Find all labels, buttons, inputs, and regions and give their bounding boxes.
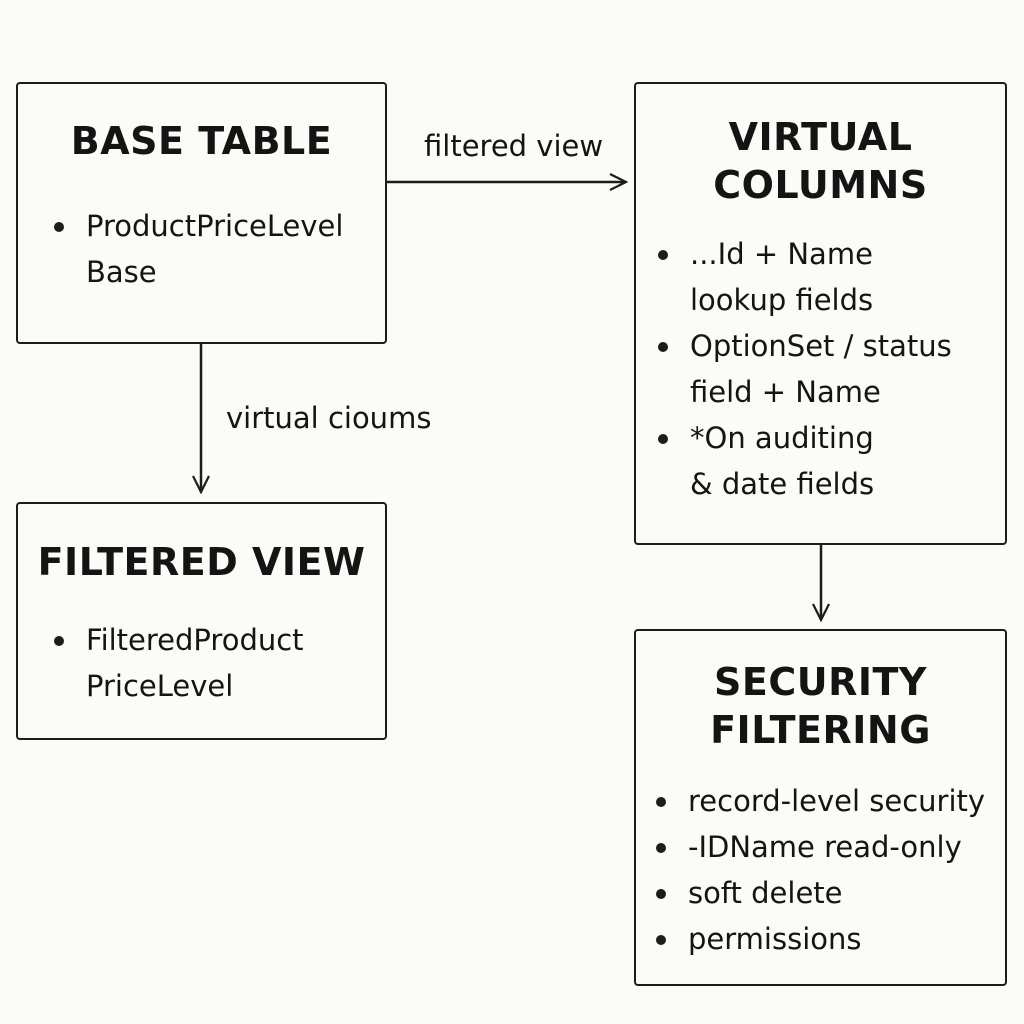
node-security-filtering: SECURITY FILTERING record-level security… — [634, 629, 1007, 986]
list-item-line: record-level security — [688, 784, 986, 818]
list-item-text: ...Id + Name lookup fields — [690, 231, 1005, 323]
node-title: FILTERED VIEW — [18, 538, 385, 586]
node-title-line: FILTERED VIEW — [37, 540, 366, 584]
list-item-line: Base — [86, 255, 157, 289]
list-item-line: lookup fields — [690, 283, 874, 317]
list-item-text: -IDName read-only — [688, 824, 1005, 870]
list-item-line: -IDName read-only — [688, 830, 962, 864]
list-item: soft delete — [642, 870, 1005, 916]
bullet-icon — [658, 434, 668, 444]
node-filtered-view: FILTERED VIEW FilteredProduct PriceLevel — [16, 502, 387, 740]
bullet-icon — [658, 342, 668, 352]
node-title: SECURITY FILTERING — [636, 658, 1005, 754]
node-title-line: SECURITY — [714, 660, 927, 704]
bullet-icon — [54, 636, 64, 646]
node-item-list: FilteredProduct PriceLevel — [18, 617, 385, 709]
list-item-line: *On auditing — [690, 421, 874, 455]
list-item: ...Id + Name lookup fields — [644, 231, 1005, 323]
list-item-text: *On auditing & date fields — [690, 415, 1005, 507]
node-title-line: BASE TABLE — [70, 119, 333, 163]
node-item-list: ...Id + Name lookup fields OptionSet / s… — [636, 231, 1005, 507]
list-item-line: permissions — [688, 922, 862, 956]
list-item: -IDName read-only — [642, 824, 1005, 870]
bullet-icon — [658, 250, 668, 260]
bullet-icon — [656, 797, 666, 807]
edge-label-virtual-columns: virtual cioums — [226, 401, 432, 435]
list-item-text: record-level security — [688, 778, 1005, 824]
node-item-list: record-level security -IDName read-only … — [636, 778, 1005, 962]
list-item: FilteredProduct PriceLevel — [40, 617, 385, 709]
list-item-text: permissions — [688, 916, 1005, 962]
list-item-line: FilteredProduct — [86, 623, 304, 657]
list-item-line: ...Id + Name — [690, 237, 873, 271]
list-item-line: ProductPriceLevel — [86, 209, 344, 243]
bullet-icon — [656, 935, 666, 945]
node-base-table: BASE TABLE ProductPriceLevel Base — [16, 82, 387, 344]
list-item: OptionSet / status field + Name — [644, 323, 1005, 415]
bullet-icon — [656, 889, 666, 899]
node-title-line: COLUMNS — [713, 163, 928, 207]
list-item-line: PriceLevel — [86, 669, 234, 703]
list-item-line: soft delete — [688, 876, 843, 910]
list-item: *On auditing & date fields — [644, 415, 1005, 507]
list-item-line: OptionSet / status — [690, 329, 952, 363]
list-item-text: soft delete — [688, 870, 1005, 916]
edge-label-filtered-view: filtered view — [424, 129, 604, 163]
node-title: VIRTUAL COLUMNS — [636, 113, 1005, 209]
list-item-text: OptionSet / status field + Name — [690, 323, 1005, 415]
list-item-line: field + Name — [690, 375, 881, 409]
list-item-line: & date fields — [690, 467, 875, 501]
list-item: ProductPriceLevel Base — [40, 203, 385, 295]
bullet-icon — [656, 843, 666, 853]
node-title-line: VIRTUAL — [728, 115, 913, 159]
node-item-list: ProductPriceLevel Base — [18, 203, 385, 295]
node-title-line: FILTERING — [710, 708, 931, 752]
node-title: BASE TABLE — [18, 117, 385, 165]
node-virtual-columns: VIRTUAL COLUMNS ...Id + Name lookup fiel… — [634, 82, 1007, 545]
list-item-text: ProductPriceLevel Base — [86, 203, 385, 295]
list-item: record-level security — [642, 778, 1005, 824]
bullet-icon — [54, 222, 64, 232]
list-item: permissions — [642, 916, 1005, 962]
list-item-text: FilteredProduct PriceLevel — [86, 617, 385, 709]
